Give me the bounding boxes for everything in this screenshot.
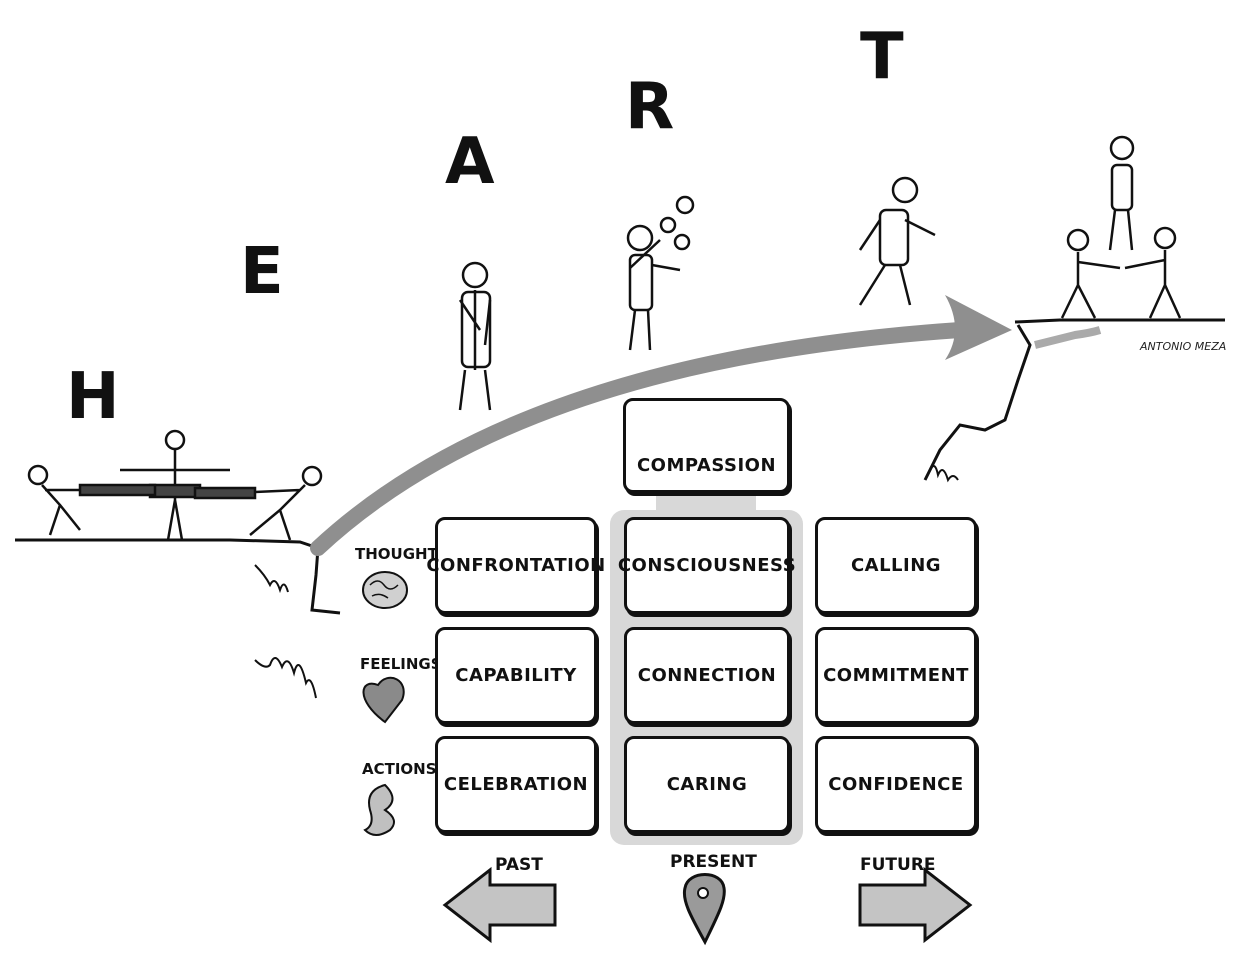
title-letter-a: A [445, 125, 495, 199]
column-label-future: Future [860, 855, 936, 875]
cell-past-feelings: Capability [435, 627, 597, 724]
column-label-past: Past [495, 855, 543, 875]
cell-future-actions: Confidence [815, 736, 977, 833]
cliff-hatching [929, 465, 959, 483]
left-arrow-icon [442, 866, 557, 944]
cell-future-thoughts: Calling [815, 517, 977, 614]
artist-signature: Antonio Meza [1140, 340, 1227, 353]
location-pin-icon [682, 873, 726, 946]
right-cliff [1014, 318, 1225, 324]
row-label-actions: Actions [362, 760, 437, 778]
cell-present-actions: Caring [624, 736, 790, 833]
cell-future-feelings: Commitment [815, 627, 977, 724]
title-letter-t: T [860, 20, 904, 94]
left-cliff [15, 538, 341, 615]
standing-figure [458, 261, 492, 411]
right-arrow-icon [858, 866, 973, 944]
row-label-thoughts: Thoughts [355, 545, 449, 563]
cliff-hatching [254, 564, 289, 594]
tug-of-war-figures [27, 429, 323, 541]
title-letter-h: H [66, 360, 120, 434]
cliff-shading [1034, 326, 1102, 349]
title-letter-e: E [240, 235, 284, 309]
brain-icon [362, 571, 408, 609]
walking-figure [858, 176, 936, 306]
present-connector [656, 490, 756, 515]
title-letter-r: R [625, 70, 675, 144]
cell-present-feelings: Connection [624, 627, 790, 724]
gut-icon [363, 783, 395, 836]
cell-past-actions: Celebration [435, 736, 597, 833]
journey-arrow-head [945, 295, 1012, 360]
cell-present-thoughts: Consciousness [618, 517, 796, 614]
juggling-figure [626, 195, 695, 351]
celebrating-figures [1060, 135, 1182, 319]
compassion-box: Compassion [623, 398, 790, 493]
row-label-feelings: Feelings [360, 655, 442, 673]
cell-past-thoughts: Confrontation [426, 517, 605, 614]
journey-arrow [310, 322, 968, 556]
column-label-present: Present [670, 852, 757, 872]
heart-icon [362, 676, 405, 724]
right-cliff-edge [923, 324, 1032, 481]
cliff-hatching [254, 657, 317, 699]
